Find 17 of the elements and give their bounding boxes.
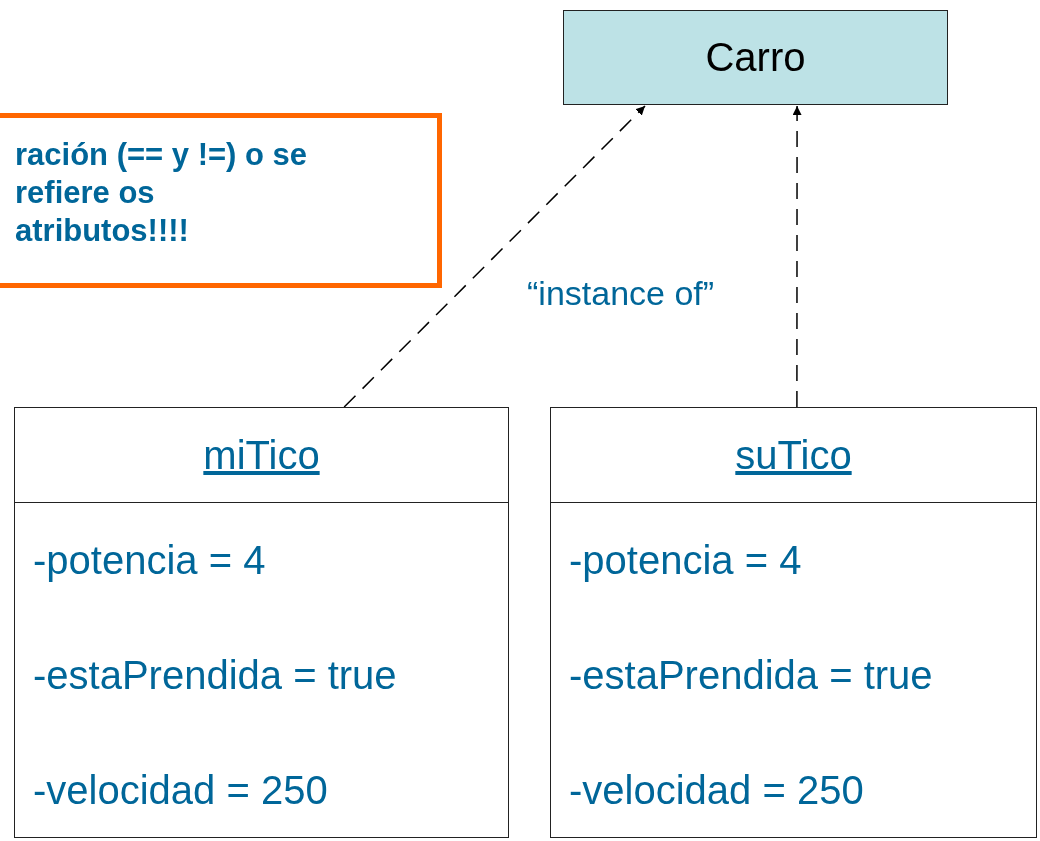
attribute-text: -potencia = 4 <box>569 537 803 584</box>
object-name: miTico <box>203 432 320 478</box>
class-name: Carro <box>705 35 806 80</box>
annotation-text: “instance of” <box>527 274 715 313</box>
object-box <box>550 407 1037 838</box>
attribute-text: -potencia = 4 <box>33 537 267 584</box>
attribute-text: -velocidad = 250 <box>33 767 329 814</box>
attribute-text: -velocidad = 250 <box>569 767 865 814</box>
attribute-text: -estaPrendida = true <box>569 652 934 699</box>
attribute-text: -estaPrendida = true <box>33 652 398 699</box>
dashed-arrow <box>343 105 646 408</box>
dashed-arrow <box>792 105 802 408</box>
object-box <box>14 407 509 838</box>
note-text: ración (== y !=) o se refiere os atributos!!!! <box>15 136 309 250</box>
object-name: suTico <box>735 432 852 478</box>
note-box <box>0 113 442 288</box>
class-box <box>563 10 948 105</box>
